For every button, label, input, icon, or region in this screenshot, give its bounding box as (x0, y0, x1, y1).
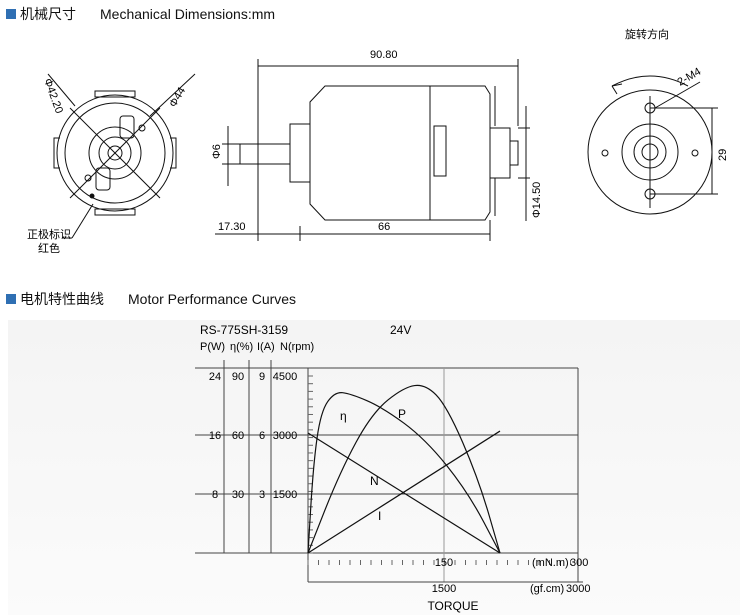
left-axis-tick-label: 9 (259, 371, 265, 383)
left-axis-tick-label: 6 (259, 430, 265, 442)
left-axis-tick-label: 30 (232, 489, 244, 501)
side-shaft-len-label: 17.30 (218, 221, 246, 233)
left-axis-ticks: 8 16 24 30 60 90 3 6 9 1500 3000 4500 (209, 371, 297, 501)
chart-series: η P N I (307, 384, 501, 554)
left-axis-tick-label: 60 (232, 430, 244, 442)
x-tick-label-gfcm: 1500 (432, 583, 456, 595)
performance-curves-panel: RS-775SH-3159 24V P(W) η(%) I(A) N(rpm) 8 16… (8, 320, 740, 615)
x-tick-label-mnm: 150 (435, 557, 453, 569)
axis-headers: P(W) η(%) I(A) N(rpm) (200, 341, 314, 353)
x-axis-title: TORQUE (427, 599, 478, 613)
front-note2: 红色 (38, 241, 60, 255)
series-label: η (340, 409, 347, 423)
section-title-en: Mechanical Dimensions:mm (100, 6, 276, 22)
rear-spacing-label: 29 (717, 149, 729, 161)
left-axis-tick-label: 90 (232, 371, 244, 383)
axis-header-label: N(rpm) (280, 341, 314, 353)
axis-header-label: P(W) (200, 341, 225, 353)
x-max-label-mnm: 300 (570, 557, 588, 569)
series-line-i (307, 430, 501, 554)
series-line-eta (307, 392, 501, 554)
front-dia2-label: Φ44 (167, 85, 188, 109)
chart-grid (195, 360, 579, 582)
section-title-zh: 电机特性曲线 (20, 291, 104, 307)
bullet-square-icon (6, 294, 16, 304)
section-curves-header: 电机特性曲线 Motor Performance Curves (6, 289, 296, 309)
performance-chart: RS-775SH-3159 24V P(W) η(%) I(A) N(rpm) 8 16… (195, 323, 590, 613)
series-line-p (307, 384, 501, 554)
side-shaft-dia-label: Φ6 (211, 144, 223, 159)
series-line-n (307, 432, 501, 554)
rear-view (587, 75, 718, 215)
mechanical-drawings: Φ42.20 Φ44 正极标识 红色 90.80 Φ6 17.30 66 Φ14… (27, 27, 729, 255)
axis-header-label: I(A) (257, 341, 275, 353)
front-dia1-label: Φ42.20 (41, 77, 65, 115)
series-label: N (370, 474, 379, 488)
left-axis-tick-label: 24 (209, 371, 221, 383)
section-mechanical-header: 机械尺寸 Mechanical Dimensions:mm (6, 4, 275, 24)
side-length-label: 90.80 (370, 49, 398, 61)
rear-holes-label: 2-M4 (676, 66, 704, 89)
series-label: I (378, 509, 381, 523)
chart-model-label: RS-775SH-3159 (200, 323, 288, 337)
side-body-len-label: 66 (378, 221, 390, 233)
side-boss-dia-label: Φ14.50 (531, 182, 543, 218)
rear-rotation-label: 旋转方向 (625, 27, 669, 41)
section-title-en: Motor Performance Curves (128, 291, 297, 307)
x-unit-label-gfcm: (gf.cm) (530, 583, 564, 595)
series-label: P (398, 407, 406, 421)
front-view (47, 73, 196, 239)
section-title-zh: 机械尺寸 (20, 6, 76, 22)
front-note1: 正极标识 (27, 227, 71, 241)
left-axis-tick-label: 8 (212, 489, 218, 501)
left-axis-tick-label: 3 (259, 489, 265, 501)
left-axis-tick-label: 16 (209, 430, 221, 442)
axis-header-label: η(%) (230, 341, 253, 353)
x-max-label-gfcm: 3000 (566, 583, 590, 595)
x-axis: 150 (mN.m)300 1500 (gf.cm)3000 (307, 557, 590, 595)
bullet-square-icon (6, 9, 16, 19)
chart-voltage-label: 24V (390, 323, 411, 337)
left-axis-tick-label: 4500 (273, 371, 297, 383)
left-axis-tick-label: 3000 (273, 430, 297, 442)
side-view (215, 59, 530, 241)
left-axis-tick-label: 1500 (273, 489, 297, 501)
x-unit-label-mnm: (mN.m) (532, 557, 569, 569)
